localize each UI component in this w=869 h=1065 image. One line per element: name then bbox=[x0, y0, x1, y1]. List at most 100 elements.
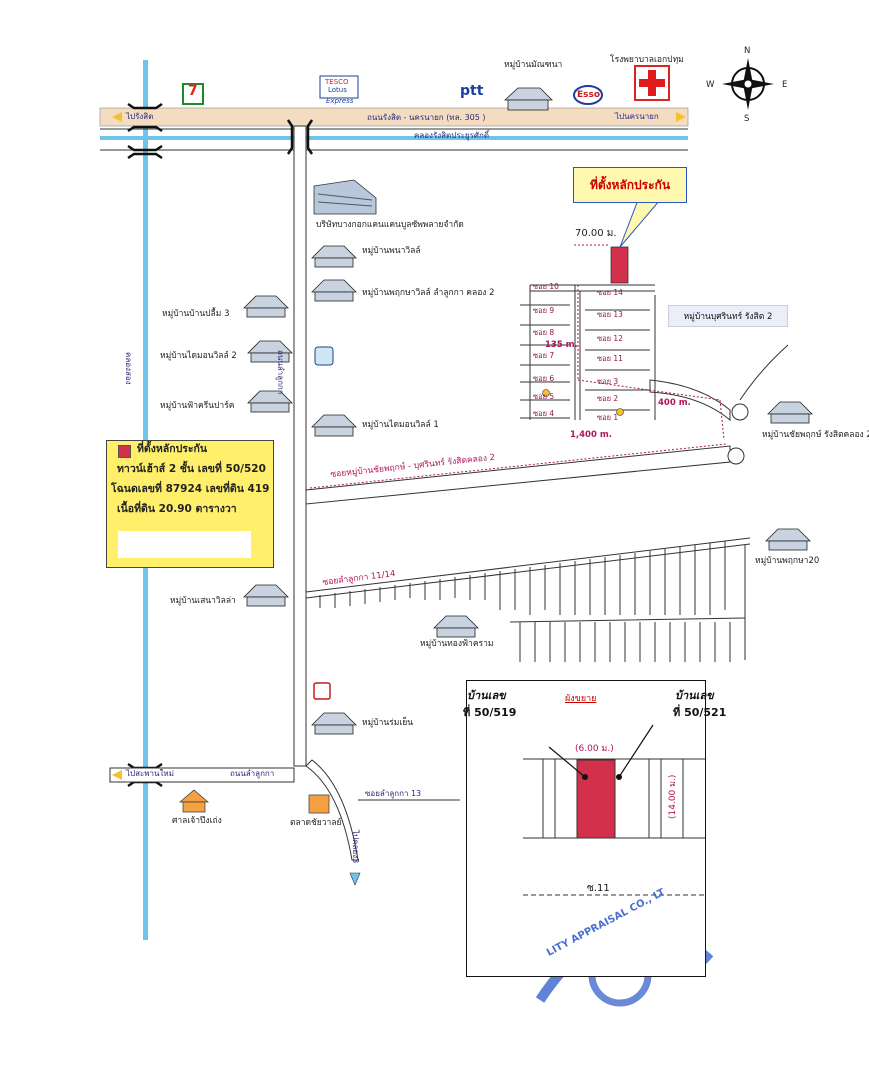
shrine-label: ศาลเจ้าปึงเถ่ง bbox=[172, 816, 222, 826]
plan-left-house-2: ที่ 50/519 bbox=[463, 706, 517, 719]
collateral-legend-icon bbox=[118, 445, 131, 458]
soi-label: ซอย 7 bbox=[533, 351, 555, 360]
plan-width: (6.00 ม.) bbox=[575, 744, 614, 754]
main-highway bbox=[99, 107, 689, 127]
road-curve bbox=[649, 379, 731, 422]
lower-road-label: ถนนลำลูกกา bbox=[230, 769, 275, 778]
village-top-label: หมู่บ้านมัณฑนา bbox=[504, 60, 563, 70]
soi-label: ซอย 11 bbox=[597, 354, 623, 363]
collateral-info-box: ที่ตั้งหลักประกัน ทาวน์เฮ้าส์ 2 ชั้น เลข… bbox=[106, 440, 274, 568]
to-rangsit-label: ไปรังสิต bbox=[126, 112, 154, 121]
soi-label: ซอย 9 bbox=[533, 306, 555, 315]
vertical-road-label: ถนนลำลูกกา bbox=[276, 350, 285, 395]
place-label: หมู่บ้านพนาวิลล์ bbox=[362, 246, 421, 256]
distance-lines bbox=[309, 244, 727, 489]
collateral-marker-top bbox=[610, 246, 629, 284]
soi-label: ซอย 10 bbox=[533, 282, 559, 291]
soi-label: ซอย 13 bbox=[597, 310, 623, 319]
plan-soi: ซ.11 bbox=[587, 883, 610, 894]
place-label: หมู่บ้านไดมอนวิลล์ 1 bbox=[362, 420, 439, 430]
ptt-label: ptt bbox=[460, 83, 484, 99]
company-label: บริษัทบางกอกแคนแคนบูลซัพพลายจำกัด bbox=[316, 220, 464, 230]
vertical-canal-label: คลองสอง bbox=[124, 352, 133, 385]
esso-icon bbox=[573, 85, 603, 105]
arrow-down-icon bbox=[349, 872, 361, 886]
to-khlong3-label: ไปคลอง3 bbox=[351, 830, 360, 864]
market-label: ตลาดชัยวาลย์ bbox=[290, 818, 342, 828]
info-line2: โฉนดเลขที่ 87924 เลขที่ดิน 419 bbox=[111, 483, 270, 495]
place-label-busarin: หมู่บ้านบุศรินทร์ รังสิต 2 bbox=[668, 305, 788, 327]
compass-e: E bbox=[782, 80, 788, 90]
compass-w: W bbox=[706, 80, 715, 90]
place-label: หมู่บ้านบ้านปลื้ม 3 bbox=[162, 309, 230, 319]
plan-right-house-1: บ้านเลข bbox=[675, 689, 714, 702]
place-label: หมู่บ้านฟ้าครีนปาร์ค bbox=[160, 401, 235, 411]
office-building-icon bbox=[313, 179, 377, 215]
plan-title: ผังขยาย bbox=[565, 694, 597, 704]
tesco-label: TESCO bbox=[325, 78, 349, 86]
roundabout bbox=[731, 403, 749, 421]
lotus-label: Lotus bbox=[328, 86, 347, 94]
place-label: หมู่บ้านร่มเย็น bbox=[362, 718, 414, 728]
lower-road bbox=[109, 767, 295, 783]
hospital-icon bbox=[634, 65, 670, 101]
place-label: หมู่บ้านไดมอนวิลล์ 2 bbox=[160, 351, 237, 361]
to-saphan-mai-label: ไปสะพานใหม่ bbox=[126, 769, 174, 778]
soi-label: ซอย 14 bbox=[597, 288, 623, 297]
place-label: หมู่บ้านชัยพฤกษ์ รังสิตคลอง 2 bbox=[762, 430, 869, 440]
to-nakhon-nayok-label: ไปนครนายก bbox=[615, 112, 659, 121]
plan-collateral-unit bbox=[576, 759, 616, 839]
vertical-road bbox=[293, 125, 307, 767]
main-road-label: ถนนรังสิต - นครนายก (ทล. 305 ) bbox=[367, 113, 486, 122]
arrow-right-icon bbox=[676, 112, 686, 122]
arrow-left-icon bbox=[112, 112, 122, 122]
redacted-area bbox=[118, 531, 251, 558]
plan-drawing bbox=[523, 724, 705, 896]
width-70-label: 70.00 ม. bbox=[575, 228, 617, 239]
esso-label: Esso bbox=[577, 90, 601, 100]
house-icon bbox=[243, 87, 813, 735]
roundabout bbox=[727, 447, 745, 465]
soi-label: ซอย 1 bbox=[597, 413, 619, 422]
plan-right-house-2: ที่ 50/521 bbox=[673, 706, 727, 719]
shop-icon bbox=[314, 346, 334, 366]
place-label: หมู่บ้านเสนาวิลล่า bbox=[170, 596, 236, 606]
distance-1400: 1,400 m. bbox=[570, 430, 612, 440]
soi-label: ซอย 3 bbox=[597, 377, 619, 386]
place-label: หมู่บ้านพฤกษาวิลล์ ลำลูกกา คลอง 2 bbox=[362, 288, 495, 298]
arrow-left-icon bbox=[112, 770, 122, 780]
collateral-callout-title: ที่ตั้งหลักประกัน bbox=[589, 177, 671, 192]
place-label: หมู่บ้านพฤกษา20 bbox=[755, 556, 820, 566]
distance-400: 400 m. bbox=[658, 398, 691, 408]
canal-rangsit bbox=[100, 136, 688, 140]
point-marker bbox=[542, 389, 550, 397]
info-line1: ทาวน์เฮ้าส์ 2 ชั้น เลขที่ 50/520 bbox=[117, 463, 266, 475]
road-to-khlong3 bbox=[305, 759, 359, 861]
soi-13-label: ซอยลำลูกกา 13 bbox=[365, 789, 422, 798]
collateral-callout: ที่ตั้งหลักประกัน bbox=[573, 167, 687, 203]
canal-label: คลองรังสิตประยูรศักดิ์ bbox=[414, 131, 490, 140]
plan-left-house-1: บ้านเลข bbox=[467, 689, 506, 702]
plan-depth: (14.00 ม.) bbox=[668, 774, 678, 819]
shrine-icon bbox=[179, 789, 209, 813]
gas-station-icon bbox=[313, 682, 331, 700]
road-curve bbox=[739, 344, 789, 401]
village-grid-lower bbox=[305, 537, 751, 662]
soi-label: ซอย 5 bbox=[533, 392, 555, 401]
express-label: Express bbox=[326, 97, 354, 105]
soi-label: ซอย 2 bbox=[597, 394, 619, 403]
soi-label: ซอย 12 bbox=[597, 334, 623, 343]
compass-n: N bbox=[744, 46, 751, 56]
hospital-label: โรงพยาบาลเอกปทุม bbox=[610, 55, 684, 65]
soi-label: ซอย 4 bbox=[533, 409, 555, 418]
place-label: หมู่บ้านทองฟ้าคราม bbox=[420, 639, 494, 649]
soi-label: ซอย 8 bbox=[533, 328, 555, 337]
callout-pointer bbox=[619, 199, 662, 248]
seven-eleven-icon bbox=[182, 83, 204, 105]
tesco-lotus-icon bbox=[319, 75, 359, 99]
market-icon bbox=[308, 794, 330, 814]
expanded-plan-box: บ้านเลข ที่ 50/519 บ้านเลข ที่ 50/521 ผั… bbox=[463, 680, 726, 977]
info-title: ที่ตั้งหลักประกัน bbox=[137, 443, 208, 455]
soi-label: ซอย 6 bbox=[533, 374, 555, 383]
